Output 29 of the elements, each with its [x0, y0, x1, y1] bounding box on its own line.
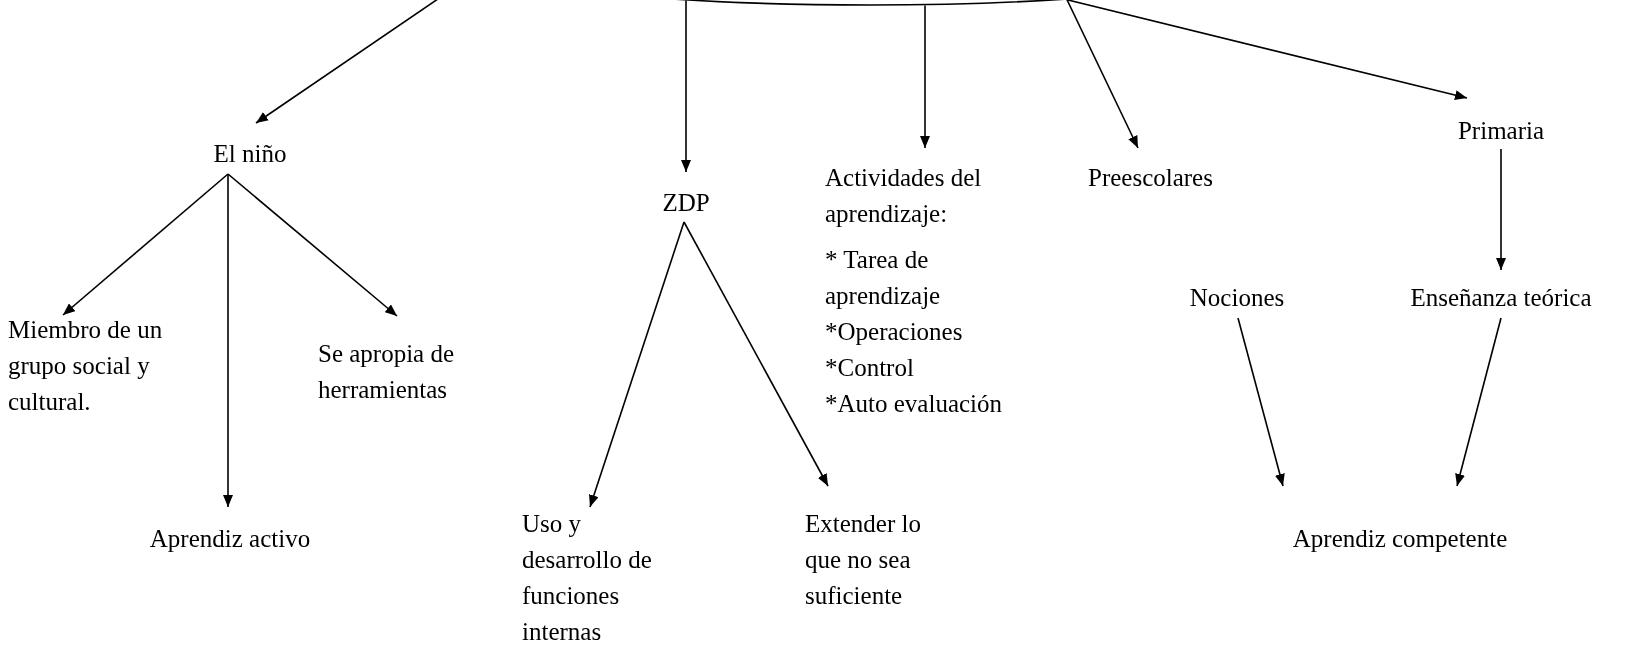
- arrow: [683, 221, 829, 487]
- arrow: [1066, 0, 1468, 100]
- arrow: [62, 173, 229, 316]
- arrow: [589, 221, 685, 508]
- arrow: [920, 4, 930, 149]
- concept-text: Aprendiz activo: [148, 524, 312, 554]
- concept-text: ZDP: [661, 188, 711, 218]
- arrow: [223, 173, 233, 508]
- arrow: [1237, 317, 1285, 487]
- concept-text: Se apropia de herramientas: [318, 339, 456, 405]
- concept-text: El niño: [212, 139, 288, 169]
- concept-text: Extender lo que no sea suficiente: [805, 509, 922, 611]
- concept-text: Aprendiz competente: [1291, 524, 1509, 554]
- arrow: [681, 0, 691, 173]
- concept-text: Actividades del aprendizaje:: [825, 163, 983, 229]
- arrow: [1455, 317, 1502, 487]
- concept-text: Enseñanza teórica: [1409, 283, 1593, 313]
- concept-text: Primaria: [1456, 116, 1546, 146]
- concept-text: Miembro de un grupo social y cultural.: [8, 315, 164, 417]
- concept-text: *Operaciones: [825, 317, 963, 347]
- arrow: [1066, 0, 1139, 149]
- arrow: [227, 173, 398, 317]
- concept-text: *Auto evaluación: [825, 389, 1003, 419]
- arrow: [1496, 148, 1506, 271]
- concept-text: * Tarea de aprendizaje: [825, 245, 942, 311]
- concept-text: Nociones: [1188, 283, 1286, 313]
- concept-text: Uso y desarrollo de funciones internas: [522, 509, 653, 647]
- concept-text: Preescolares: [1088, 163, 1213, 193]
- concept-text: *Control: [825, 353, 914, 383]
